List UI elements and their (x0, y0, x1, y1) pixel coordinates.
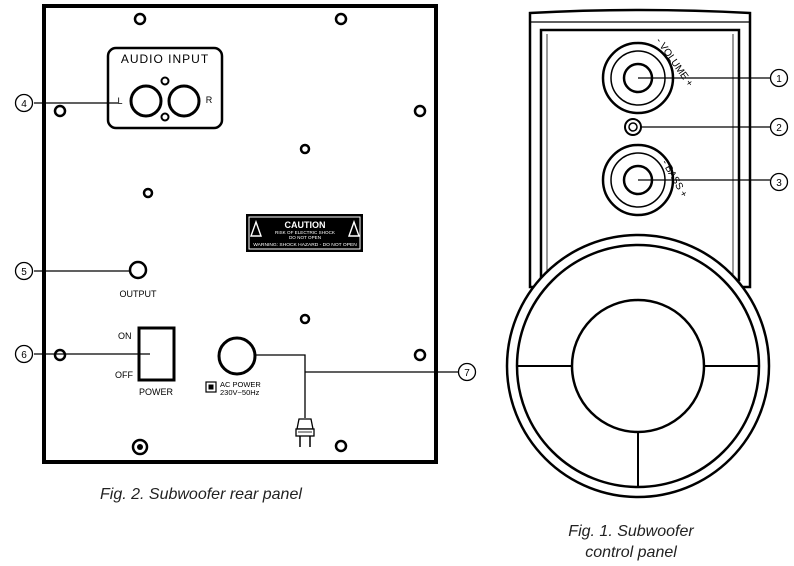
caution-label-inner (248, 216, 361, 250)
caution-title: CAUTION (285, 220, 326, 230)
switch-on-label: ON (118, 331, 132, 341)
svg-text:1: 1 (776, 74, 782, 85)
svg-text:7: 7 (464, 368, 470, 379)
indicator-led-center (628, 122, 638, 132)
input-screw-bottom (160, 112, 170, 122)
svg-text:2: 2 (776, 123, 782, 134)
svg-text:6: 6 (21, 350, 27, 361)
rear-panel: AUDIO INPUT L R CAUTION RISK OF ELECTRIC… (42, 4, 438, 503)
screw-bottom-left-inner (137, 444, 143, 450)
screw (142, 187, 154, 199)
power-plug-icon (295, 418, 315, 447)
svg-text:3: 3 (776, 178, 782, 189)
callouts (34, 77, 770, 373)
audio-input-label-bg (112, 51, 218, 66)
callout-6: 6 (14, 344, 34, 364)
output-jack[interactable] (128, 260, 148, 280)
input-left-label: L (117, 96, 122, 106)
callout-markers: 4 5 6 7 1 2 3 (14, 68, 789, 382)
output-label: OUTPUT (120, 289, 158, 299)
svg-text:4: 4 (21, 99, 27, 110)
callout-4: 4 (14, 93, 34, 113)
screw (53, 104, 67, 118)
rear-panel-caption: Fig. 2. Subwoofer rear panel (100, 486, 302, 503)
callout-5: 5 (14, 261, 34, 281)
power-cord (255, 354, 306, 418)
control-panel-caption-line-2: control panel (585, 544, 677, 561)
warning-triangle-icon (348, 219, 360, 237)
caution-line-1: RISK OF ELECTRIC SHOCK (275, 230, 336, 235)
screw (299, 143, 311, 155)
callout-7: 7 (457, 362, 477, 382)
screw (133, 12, 147, 26)
callout-3: 3 (769, 172, 789, 192)
input-right-label: R (206, 95, 213, 105)
base-center-pad (570, 298, 706, 434)
ac-rating-label: 230V~50Hz (220, 388, 260, 397)
caution-line-2: DO NOT OPEN (289, 235, 321, 240)
control-panel-caption-line-1: Fig. 1. Subwoofer (568, 523, 694, 540)
caution-warning-text: WARNING: SHOCK HAZARD - DO NOT OPEN (253, 242, 357, 248)
input-screw-top (160, 76, 170, 86)
rear-panel-screws (53, 12, 427, 453)
svg-text:5: 5 (21, 267, 27, 278)
screw (413, 348, 427, 362)
screw (334, 439, 348, 453)
control-panel: - VOLUME + - BASS + Fig. 1. Subwoofer co… (505, 8, 771, 561)
power-label: POWER (139, 387, 174, 397)
double-insulation-icon-inner (208, 384, 214, 390)
rca-input-right-jack[interactable] (167, 84, 201, 118)
screw (334, 12, 348, 26)
callout-1: 1 (769, 68, 789, 88)
ac-power-label: AC POWER (220, 380, 261, 389)
screw (299, 313, 311, 325)
caution-label: CAUTION RISK OF ELECTRIC SHOCK DO NOT OP… (246, 214, 363, 252)
rca-input-left-jack[interactable] (129, 84, 163, 118)
audio-input-block: AUDIO INPUT L R (106, 46, 224, 130)
callout-2: 2 (769, 117, 789, 137)
screw (53, 348, 67, 362)
caution-label-bg (246, 214, 363, 252)
warning-triangle-icon (250, 219, 262, 237)
audio-input-label: AUDIO INPUT (121, 52, 209, 66)
switch-off-label: OFF (115, 370, 133, 380)
ac-power-inlet (217, 336, 257, 376)
screw (413, 104, 427, 118)
